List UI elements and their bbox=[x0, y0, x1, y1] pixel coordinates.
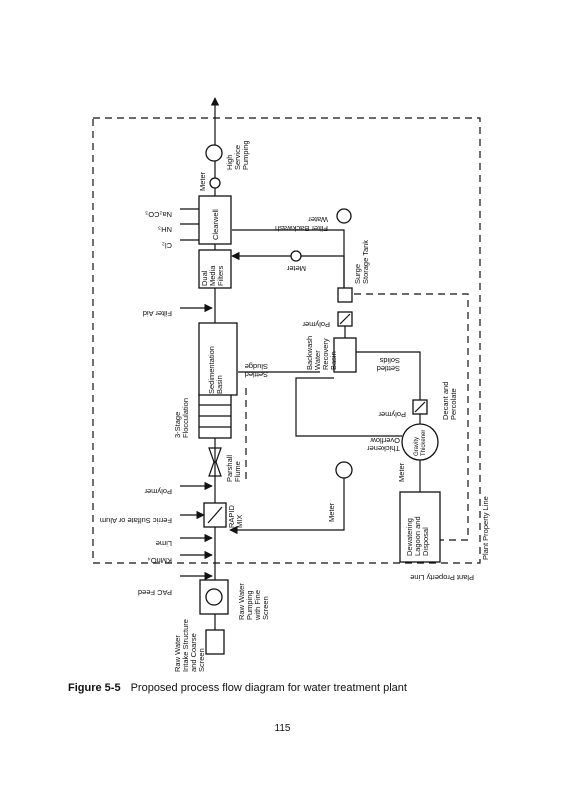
meter-label-recycle: Meter bbox=[327, 502, 336, 522]
na2co3-label: Na₂CO₃ bbox=[145, 210, 172, 219]
backwash-water-label: Filter BackwashWater bbox=[275, 215, 328, 233]
backwash-recovery-label: BackwashWaterRecoveryBasin bbox=[305, 336, 338, 370]
gravity-thickener bbox=[401, 423, 439, 461]
pac-feed-label: PAC Feed bbox=[138, 588, 172, 597]
raw-intake-box bbox=[205, 629, 225, 655]
kmno4-label: KMnO₄ bbox=[148, 556, 172, 565]
meter-icon-backwash bbox=[290, 250, 302, 262]
raw-pumping-label: Raw WaterPumpingwith FineScreen bbox=[237, 583, 270, 621]
flocculation-label: 3-StageFlocculation bbox=[173, 398, 190, 438]
recycle-line bbox=[229, 470, 345, 535]
decant-label: Decant andPercolate bbox=[441, 382, 458, 420]
settled-solids-line bbox=[356, 351, 421, 400]
clearwell-label: Clearwell bbox=[211, 209, 220, 240]
settled-sludge-label: SettledSludge bbox=[245, 362, 268, 379]
property-line-label-bottom: Plant Property Line bbox=[410, 573, 474, 582]
raw-intake-label: Raw WaterIntake Structureand CoarseScree… bbox=[173, 619, 206, 672]
figure-caption: Figure 5-5 Proposed process flow diagram … bbox=[68, 682, 407, 694]
thickener-overflow-line bbox=[295, 377, 402, 437]
backwash-water-line bbox=[232, 229, 345, 287]
surge-return-line bbox=[231, 251, 345, 300]
figure-label: Figure 5-5 bbox=[68, 682, 121, 694]
parshall-label: ParshallFlume bbox=[225, 455, 242, 482]
dual-media-filters bbox=[198, 249, 232, 289]
page-number: 115 bbox=[274, 723, 291, 734]
dewatering-lagoon bbox=[399, 491, 441, 563]
cl2-label: Cl₂ bbox=[162, 241, 172, 250]
gravity-thickener-label: GravityThickener bbox=[414, 430, 427, 456]
surge-tank-box bbox=[337, 287, 353, 303]
parshall-flume-icon bbox=[208, 447, 222, 477]
settled-solids-label: SettledSolids bbox=[377, 356, 400, 373]
recycle-pump-icon bbox=[335, 461, 353, 479]
polymer-label-thickener: Polymer bbox=[378, 410, 406, 419]
meter-label-backwash: Meter bbox=[286, 264, 306, 273]
sedimentation-basin bbox=[198, 322, 238, 396]
raw-pump-icon bbox=[205, 588, 223, 606]
decant-percolate-line bbox=[354, 293, 469, 541]
surge-tank-label: SurgeStorage Tank bbox=[353, 240, 370, 284]
ferric-label: Ferric Sulfate or Alum bbox=[100, 516, 172, 525]
polymer-label-main: Polymer bbox=[144, 487, 172, 496]
dual-media-label: DualMediaFilters bbox=[200, 265, 225, 286]
property-line-label-right: Plant Property Line bbox=[481, 496, 490, 560]
meter-label: Meter bbox=[198, 171, 207, 191]
labels-group: Raw WaterIntake Structureand CoarseScree… bbox=[100, 140, 490, 672]
dewatering-label: DewateringLagoon andDisposal bbox=[405, 516, 430, 556]
high-service-label: HighServicePumping bbox=[225, 140, 250, 170]
high-service-pump-icon bbox=[205, 144, 223, 162]
thickener-overflow-label: ThickenerOverflow bbox=[367, 436, 400, 453]
filter-aid-label: Filter Aid bbox=[143, 309, 172, 318]
nh3-label: NH₃ bbox=[158, 225, 172, 234]
polymer-label-backwash: Polymer bbox=[302, 320, 330, 329]
backwash-pump-icon bbox=[336, 208, 352, 224]
figure-caption-text: Proposed process flow diagram for water … bbox=[130, 682, 407, 694]
meter-icon bbox=[209, 177, 221, 189]
clearwell-box bbox=[198, 195, 232, 245]
meter-label-thickener: Meter bbox=[397, 462, 406, 482]
plant-property-line bbox=[92, 117, 481, 564]
rapid-mix-icon bbox=[207, 506, 223, 524]
lime-label: Lime bbox=[156, 539, 172, 548]
sedimentation-label: SedimentationBasin bbox=[207, 346, 224, 394]
rapid-mix-label: RAPIDMIX bbox=[227, 504, 244, 528]
